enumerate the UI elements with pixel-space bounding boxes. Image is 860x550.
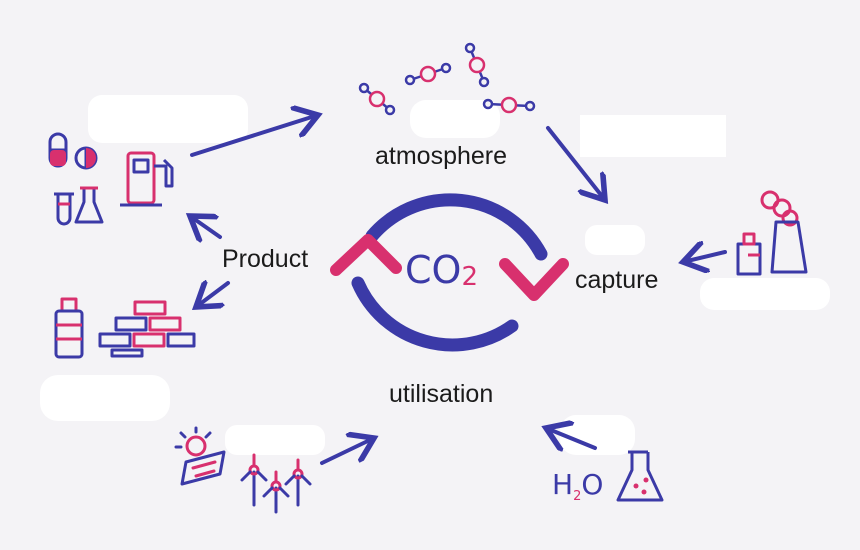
bottle-icon (54, 297, 84, 359)
molecule-icon (464, 42, 490, 88)
capture-label: capture (575, 266, 659, 294)
flask-icon (74, 186, 104, 224)
blank-patch (40, 375, 170, 421)
arrow-energy-to-utilisation (320, 438, 374, 465)
co2-cycle: CO2 (330, 193, 569, 352)
cycle-arrowhead-up (330, 234, 402, 276)
lab-flask-icon (616, 450, 664, 502)
cycle-arc-bottom (351, 276, 519, 352)
molecule-icon (404, 62, 452, 86)
arrow-product-to-chemicals (190, 216, 222, 237)
arrow-water-to-utilisation (546, 428, 597, 448)
blank-patch (580, 115, 726, 157)
capsule-icon (48, 132, 68, 168)
wind-turbine-icon (240, 453, 268, 507)
arrow-atmosphere-to-capture (546, 126, 605, 200)
flow-arrows (190, 115, 727, 465)
blank-patch (560, 415, 635, 455)
atmosphere-label: atmosphere (375, 142, 508, 170)
cycle-arrowhead-down (499, 258, 569, 301)
wind-turbine-icon (262, 470, 290, 514)
wind-turbine-icon (284, 458, 312, 507)
arrow-product-to-atmosphere (190, 115, 318, 157)
molecule-icon (482, 96, 536, 114)
factory-icon (736, 190, 808, 276)
materials-icons (54, 297, 196, 359)
blank-patch (700, 278, 830, 310)
product-label: Product (222, 245, 309, 273)
water-formula: H2O (552, 468, 603, 504)
molecule-icon (358, 82, 396, 116)
blank-patch (225, 425, 325, 455)
solar-panel-icon (180, 450, 226, 486)
co2-label: CO2 (405, 248, 478, 292)
arrow-factory-to-capture (683, 252, 727, 262)
sun-icon (174, 426, 212, 457)
chemicals-icons (48, 132, 174, 226)
arrow-product-to-materials (196, 283, 230, 307)
fuel-pump-icon (120, 151, 174, 207)
test-tube-icon (54, 192, 74, 226)
molecule-icons (358, 42, 536, 116)
utilisation-label: utilisation (389, 380, 494, 408)
energy-icons (174, 426, 312, 514)
pill-icon (74, 146, 98, 170)
cycle-arc-top (365, 193, 548, 261)
bricks-icon (98, 300, 196, 358)
blank-patch (88, 95, 248, 143)
blank-patch (585, 225, 645, 255)
blank-patch (410, 100, 500, 138)
water-icons: H2O (552, 450, 664, 504)
